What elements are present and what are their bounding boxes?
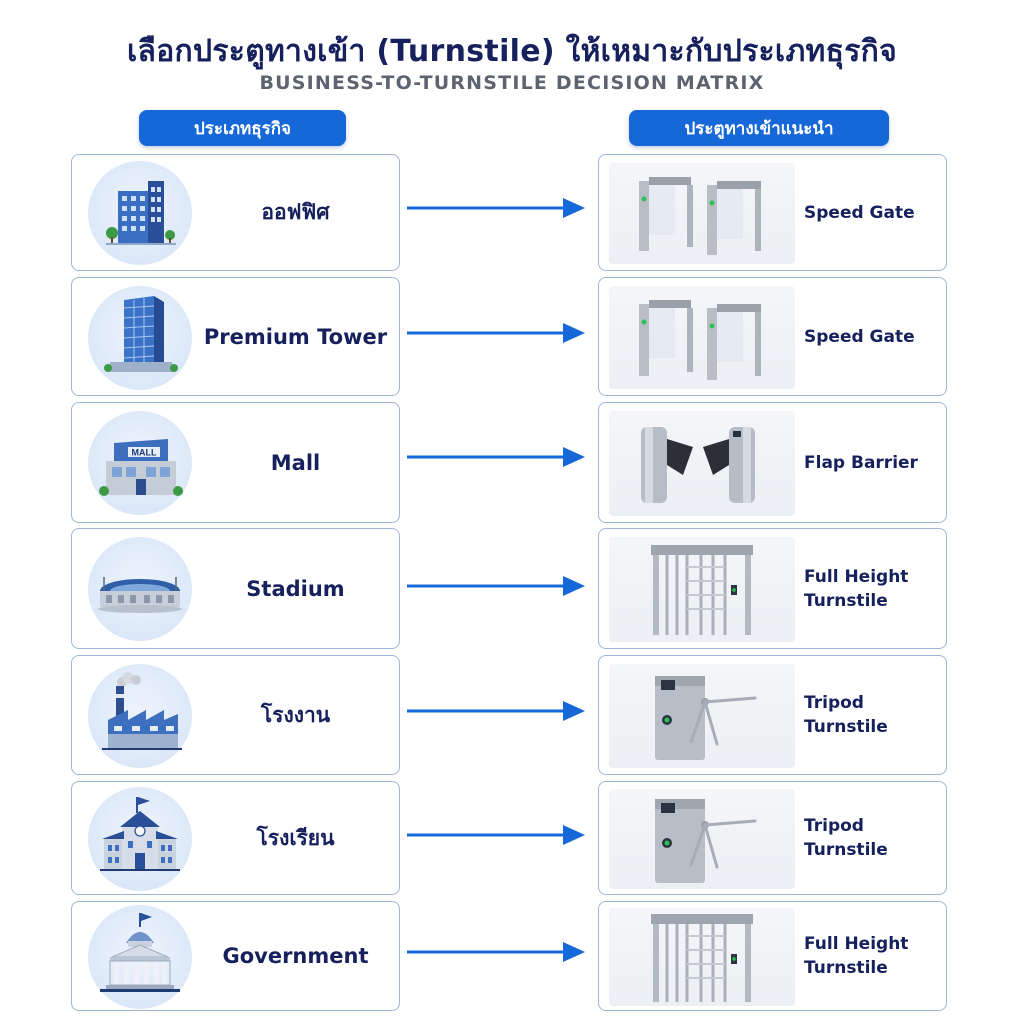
arrow-icon bbox=[407, 445, 585, 469]
mall-building-icon: MALL bbox=[88, 411, 192, 515]
business-column-header: ประเภทธุรกิจ bbox=[139, 110, 346, 146]
full-height-turnstile-icon bbox=[609, 908, 795, 1006]
stadium-icon bbox=[88, 537, 192, 641]
gate-card-speed-gate: Speed Gate bbox=[598, 154, 947, 271]
school-icon bbox=[88, 787, 192, 891]
arrow-icon bbox=[407, 196, 585, 220]
speed-gate-icon bbox=[609, 163, 795, 264]
business-label: ออฟฟิศ bbox=[261, 200, 330, 224]
business-card-government: Government bbox=[71, 901, 400, 1011]
business-label: Premium Tower bbox=[203, 324, 388, 349]
gate-column-header: ประตูทางเข้าแนะนำ bbox=[629, 110, 889, 146]
tripod-turnstile-icon bbox=[609, 789, 795, 889]
business-card-factory: โรงงาน bbox=[71, 655, 400, 775]
svg-text:MALL: MALL bbox=[132, 448, 157, 458]
flap-barrier-icon bbox=[609, 411, 795, 516]
arrow-icon bbox=[407, 823, 585, 847]
business-card-stadium: Stadium bbox=[71, 528, 400, 649]
tripod-turnstile-icon bbox=[609, 664, 795, 768]
gate-label: Speed Gate bbox=[804, 202, 915, 223]
arrow-icon bbox=[407, 699, 585, 723]
business-card-premium-tower: Premium Tower bbox=[71, 277, 400, 396]
page-title: เลือกประตูทางเข้า (Turnstile) ให้เหมาะกั… bbox=[127, 34, 897, 69]
arrow-icon bbox=[407, 574, 585, 598]
business-label: Government bbox=[222, 944, 369, 968]
full-height-turnstile-icon bbox=[609, 537, 795, 642]
gate-card-speed-gate: Speed Gate bbox=[598, 277, 947, 396]
business-label: Stadium bbox=[246, 576, 345, 601]
gate-card-flap-barrier: Flap Barrier bbox=[598, 402, 947, 523]
gate-label: Tripod Turnstile bbox=[804, 693, 888, 737]
gate-label: Tripod Turnstile bbox=[804, 816, 888, 860]
skyscraper-icon bbox=[88, 286, 192, 390]
gate-label: Speed Gate bbox=[804, 326, 915, 347]
arrow-icon bbox=[407, 321, 585, 345]
gate-card-tripod-turnstile: Tripod Turnstile bbox=[598, 781, 947, 895]
page-subtitle: BUSINESS-TO-TURNSTILE DECISION MATRIX bbox=[259, 72, 765, 94]
speed-gate-icon bbox=[609, 286, 795, 389]
gate-label: Flap Barrier bbox=[804, 452, 918, 473]
government-building-icon bbox=[88, 905, 192, 1009]
gate-card-tripod-turnstile: Tripod Turnstile bbox=[598, 655, 947, 775]
business-card-school: โรงเรียน bbox=[71, 781, 400, 895]
business-label: Mall bbox=[270, 450, 321, 475]
business-label: โรงงาน bbox=[260, 702, 331, 727]
office-building-icon bbox=[88, 161, 192, 265]
business-label: โรงเรียน bbox=[256, 825, 335, 850]
arrow-icon bbox=[407, 940, 585, 964]
business-card-mall: MALL Mall bbox=[71, 402, 400, 523]
factory-icon bbox=[88, 664, 192, 768]
business-card-office: ออฟฟิศ bbox=[71, 154, 400, 271]
